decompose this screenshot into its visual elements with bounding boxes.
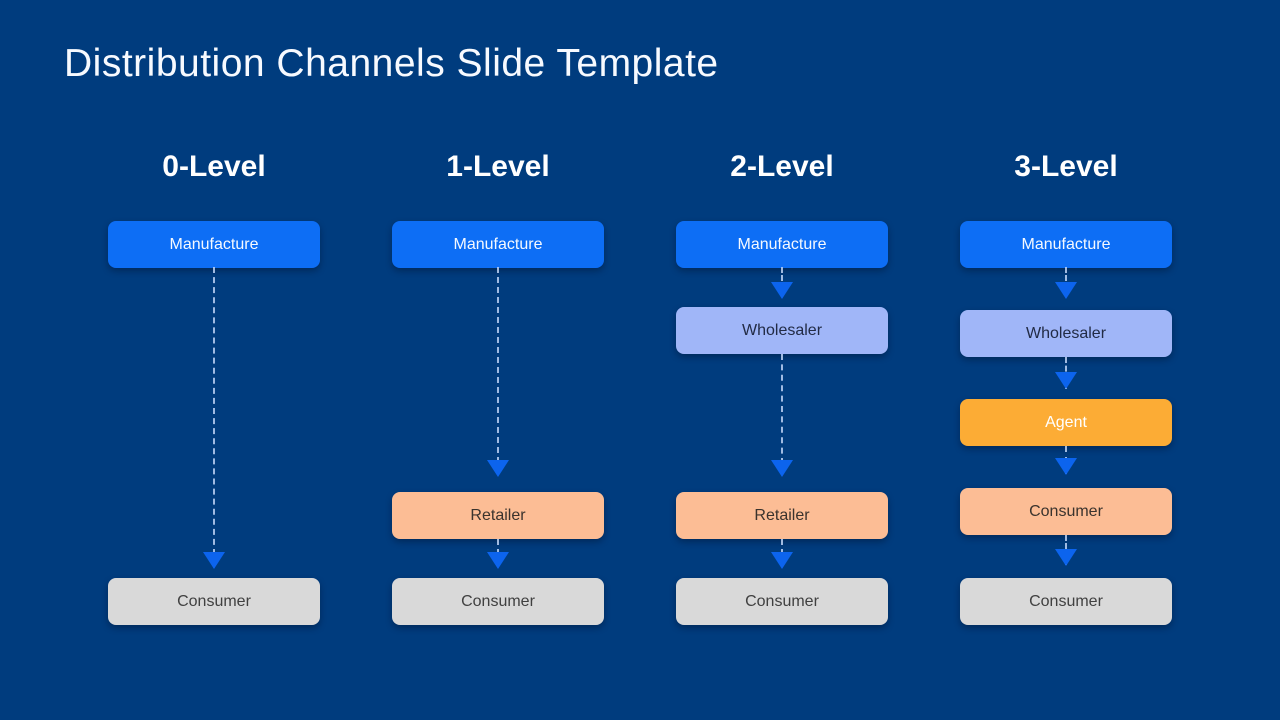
arrow-down-icon <box>487 460 509 477</box>
wholesaler-box: Wholesaler <box>960 310 1172 357</box>
consumer-box: Consumer <box>676 578 888 625</box>
manufacture-box: Manufacture <box>108 221 320 268</box>
column-header-3-level: 3-Level <box>1014 150 1118 183</box>
consumer-box: Consumer <box>960 488 1172 535</box>
arrow-down-icon <box>771 460 793 477</box>
consumer-box: Consumer <box>108 578 320 625</box>
consumer-box: Consumer <box>960 578 1172 625</box>
manufacture-box: Manufacture <box>960 221 1172 268</box>
arrow-down-icon <box>771 552 793 569</box>
column-header-2-level: 2-Level <box>730 150 834 183</box>
manufacture-box: Manufacture <box>392 221 604 268</box>
column-header-1-level: 1-Level <box>446 150 550 183</box>
agent-box: Agent <box>960 399 1172 446</box>
arrow-down-icon <box>1055 282 1077 299</box>
wholesaler-box: Wholesaler <box>676 307 888 354</box>
arrow-down-icon <box>1055 549 1077 566</box>
arrow-down-icon <box>771 282 793 299</box>
slide-title: Distribution Channels Slide Template <box>64 42 719 85</box>
dashed-connector <box>781 539 783 555</box>
manufacture-box: Manufacture <box>676 221 888 268</box>
arrow-down-icon <box>487 552 509 569</box>
retailer-box: Retailer <box>676 492 888 539</box>
arrow-down-icon <box>1055 458 1077 475</box>
arrow-down-icon <box>203 552 225 569</box>
arrow-down-icon <box>1055 372 1077 389</box>
consumer-box: Consumer <box>392 578 604 625</box>
dashed-connector <box>213 267 215 555</box>
dashed-connector <box>781 354 783 464</box>
dashed-connector <box>497 539 499 555</box>
dashed-connector <box>497 267 499 463</box>
retailer-box: Retailer <box>392 492 604 539</box>
column-header-0-level: 0-Level <box>162 150 266 183</box>
